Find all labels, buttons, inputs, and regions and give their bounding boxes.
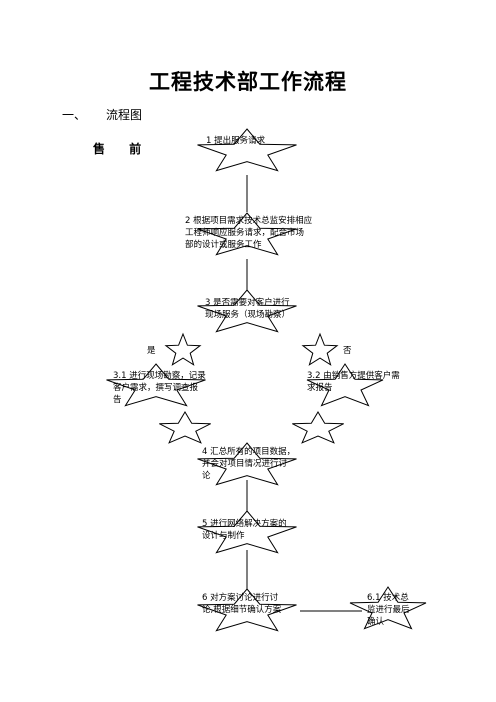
star-step3-1: [106, 363, 206, 407]
step6-line-2: 论,根据细节确认方案: [202, 605, 282, 615]
step4-line-3: 论: [202, 471, 211, 481]
step6-1-line-2: 监进行最后: [367, 605, 410, 615]
step5-line-1: 5 进行网络解决方案的: [202, 519, 287, 529]
step2-line-3: 部的设计或服务工作: [185, 240, 262, 250]
step4-line-2: 并会对项目情况进行讨: [202, 459, 288, 469]
step3-line-1: 3 是否需要对客户进行: [205, 298, 290, 308]
star-step4: [197, 442, 297, 486]
branch-no-label: 否: [343, 346, 352, 356]
step4-line-1: 4 汇总所有的项目数据，: [202, 447, 296, 457]
step6-1-line-3: 确认: [367, 617, 385, 627]
document-title: 工程技术部工作流程: [149, 70, 347, 94]
flow-connectors: [246, 175, 362, 612]
stage-label: 售 前: [93, 142, 152, 156]
section-heading: 一、 流程图: [62, 106, 142, 123]
star-yes: [164, 332, 202, 366]
star-step3: [197, 289, 297, 333]
flow-stars: [106, 128, 427, 632]
step3-2-line-1: 3.2 由销售方提供客户需: [307, 371, 400, 381]
star-step2: [197, 212, 297, 256]
step6-1-line-1: 6.1 技术总: [367, 593, 409, 603]
section-number: 一、: [62, 108, 87, 122]
step5-line-2: 设计与制作: [202, 531, 245, 541]
step3-1-line-3: 告: [113, 395, 122, 405]
star-left-extra: [159, 411, 211, 444]
step3-1-line-2: 客户需求，撰写调查报: [113, 383, 199, 393]
step2-line-2: 工程师响应服务请求，配合市场: [185, 228, 305, 238]
star-step6: [197, 588, 297, 632]
star-right-extra: [292, 411, 344, 444]
step3-2-line-2: 求报告: [307, 383, 333, 393]
step3-1-line-1: 3.1 进行现场勘察，记录: [113, 371, 206, 381]
star-step1: [197, 128, 297, 172]
step1-label: 1 提出服务请求: [206, 136, 266, 146]
step3-line-2: 现场服务（现场勘察）: [205, 310, 291, 320]
section-title: 流程图: [106, 108, 143, 122]
step2-line-1: 2 根据项目需求技术总监安排相应: [185, 216, 313, 226]
branch-yes-label: 是: [147, 346, 156, 356]
star-step5: [197, 510, 297, 554]
step6-line-1: 6 对方案讨论进行讨: [202, 593, 279, 603]
star-step6-1: [349, 586, 427, 630]
star-no: [301, 332, 339, 366]
star-step3-2: [306, 363, 384, 407]
